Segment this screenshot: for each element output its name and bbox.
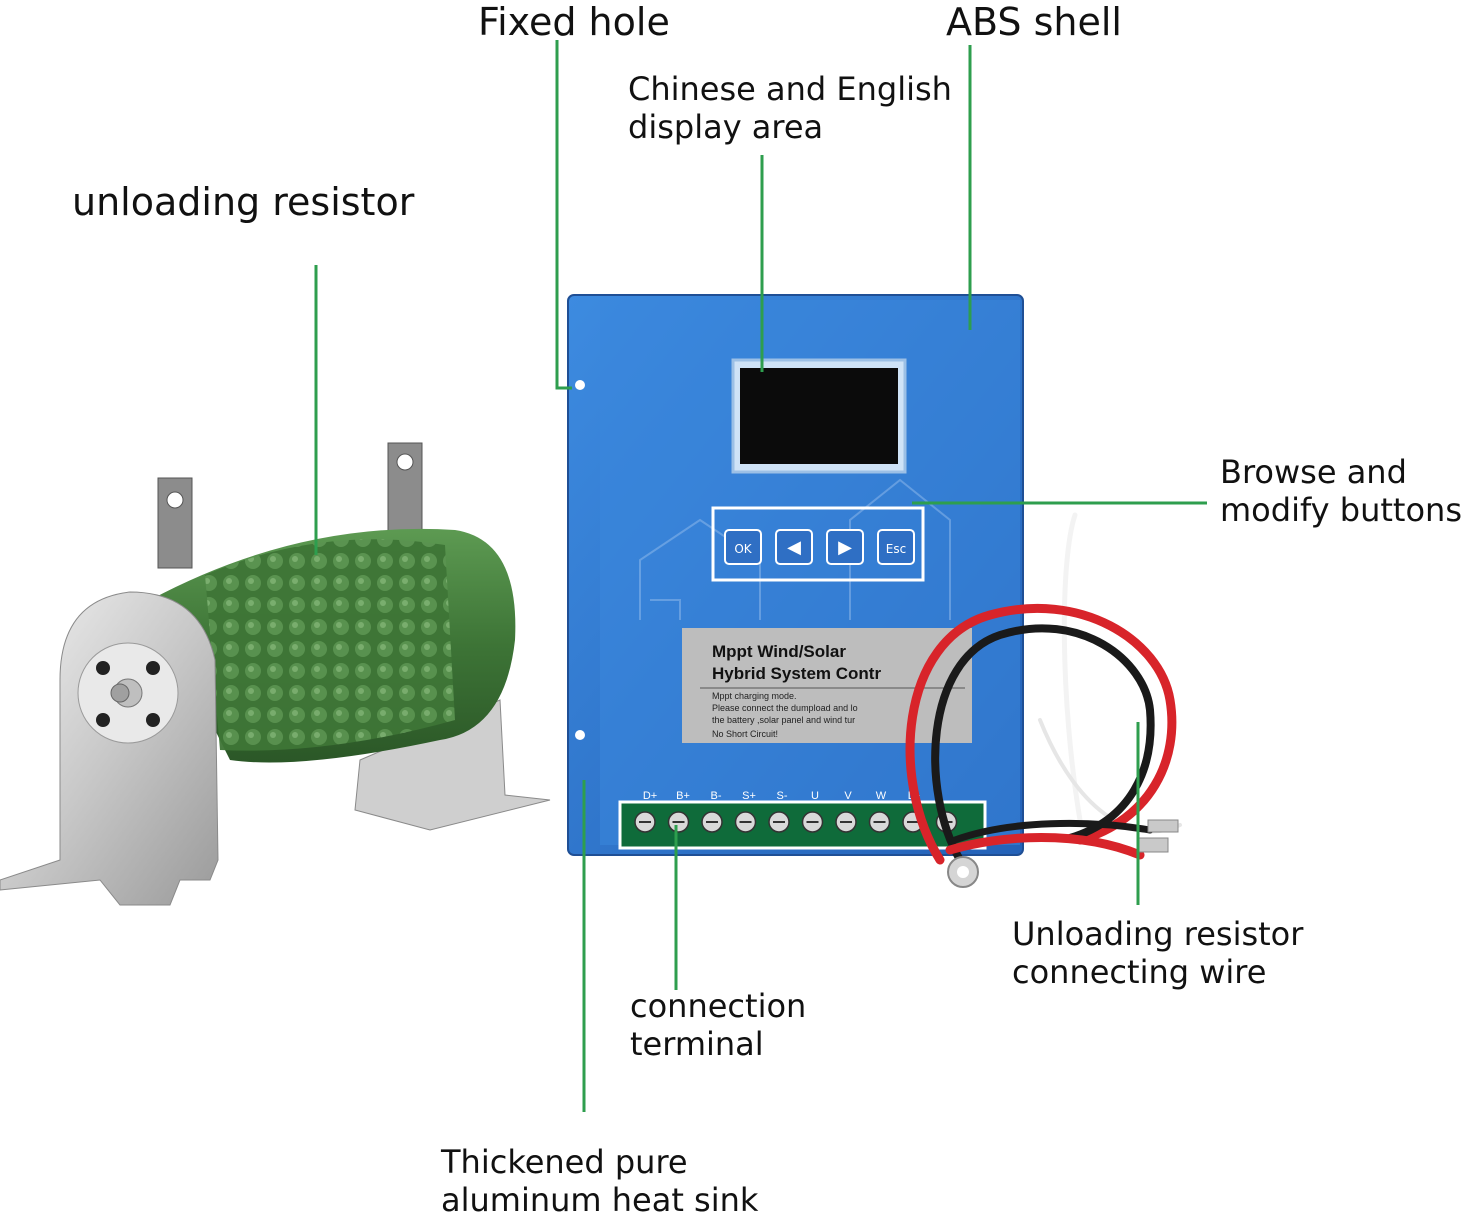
label-abs-shell: ABS shell [946,0,1122,44]
label-connecting-wire: Unloading resistor connecting wire [1012,915,1304,992]
terminal-label: U [811,790,819,802]
panel-note-2: Please connect the dumpload and lo [712,703,858,713]
control-button-label: ▶ [838,537,852,558]
control-button [775,529,813,565]
control-button-label: ◀ [787,537,801,558]
panel-title-line-1: Mppt Wind/Solar [712,642,846,661]
panel-note-1: Mppt charging mode. [712,691,797,701]
controller-image: Mppt Wind/Solar Hybrid System Contr Mppt… [567,294,1024,856]
terminal-label: B- [711,790,722,802]
panel-title-line-2: Hybrid System Contr [712,664,881,683]
control-button [877,529,915,565]
panel-note-4: No Short Circuit! [712,729,778,739]
leader-fixed-hole [555,40,572,390]
label-heat-sink: Thickened pure aluminum heat sink [441,1143,759,1220]
label-browse-buttons: Browse and modify buttons [1220,453,1462,530]
terminal-label: W [876,790,887,802]
terminal-label: S- [777,790,788,802]
label-connection-terminal: connection terminal [630,987,807,1064]
leader-lines [314,40,1207,1112]
terminal-label: D+ [643,790,657,802]
fixed-hole [575,380,585,390]
control-button-label: OK [734,542,752,556]
label-unloading-resistor: unloading resistor [72,180,415,224]
terminal-label: B+ [676,790,690,802]
label-fixed-hole: Fixed hole [478,0,670,44]
terminal-label: V [844,790,852,802]
label-display-area: Chinese and English display area [628,70,952,147]
panel-note-3: the battery ,solar panel and wind tur [712,715,855,725]
unloading-resistor-image [0,442,551,906]
connecting-wire-image [905,512,1182,888]
control-button [724,529,762,565]
control-button-label: Esc [886,542,906,556]
terminal-label: S+ [742,790,756,802]
buttons-highlight [711,506,925,582]
control-button [826,529,864,565]
